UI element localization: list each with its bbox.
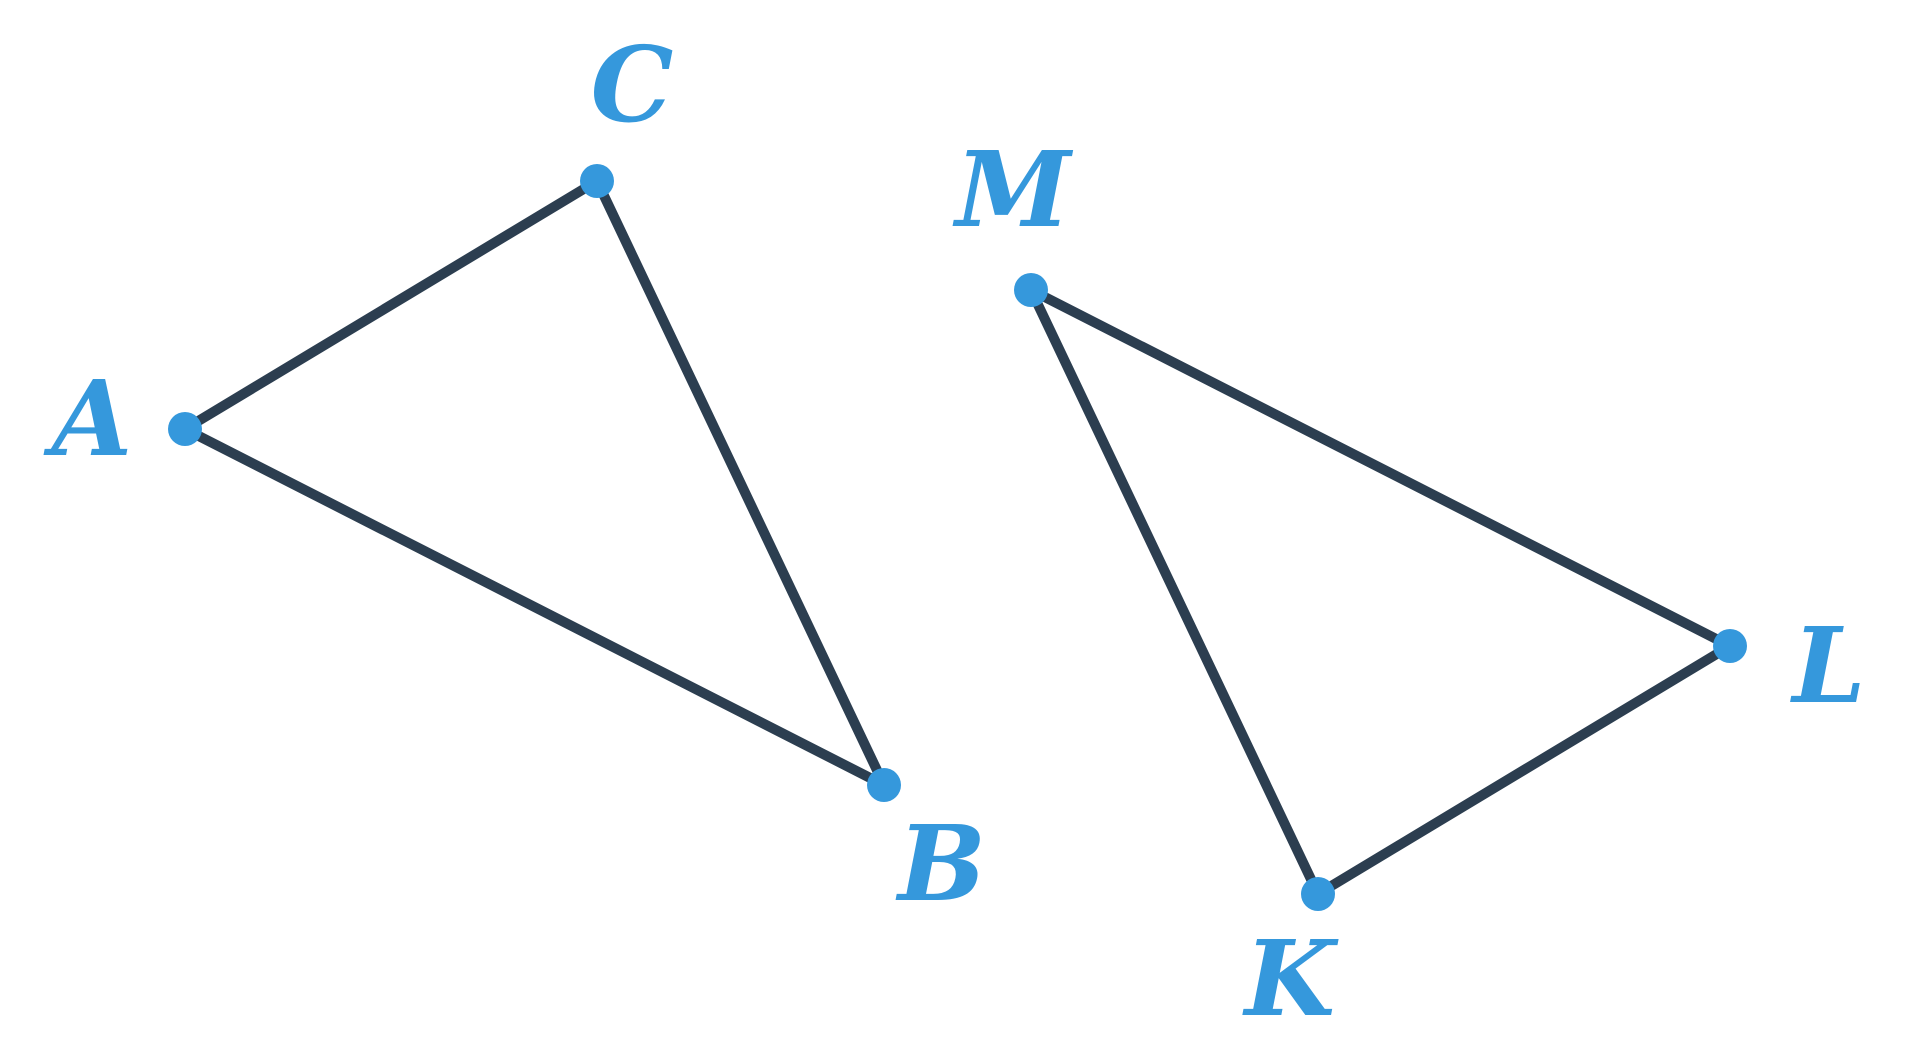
label-k: K: [1242, 917, 1339, 1040]
edge-m-k: [1026, 285, 1323, 899]
triangle-mlk: [1026, 285, 1735, 899]
vertex-l: [1713, 629, 1747, 663]
triangle-abc: [180, 176, 889, 790]
label-l: L: [1789, 604, 1865, 727]
label-c: C: [591, 23, 674, 146]
edge-a-b: [180, 424, 889, 790]
label-m: M: [952, 128, 1073, 251]
edge-a-c: [180, 176, 602, 434]
edge-l-k: [1313, 641, 1735, 899]
edge-m-l: [1026, 285, 1735, 651]
label-a: A: [43, 357, 133, 480]
vertex-m: [1014, 273, 1048, 307]
vertex-c: [580, 164, 614, 198]
edge-c-b: [592, 176, 889, 790]
vertex-a: [168, 412, 202, 446]
vertex-k: [1301, 877, 1335, 911]
vertex-b: [867, 768, 901, 802]
label-b: B: [895, 802, 986, 925]
